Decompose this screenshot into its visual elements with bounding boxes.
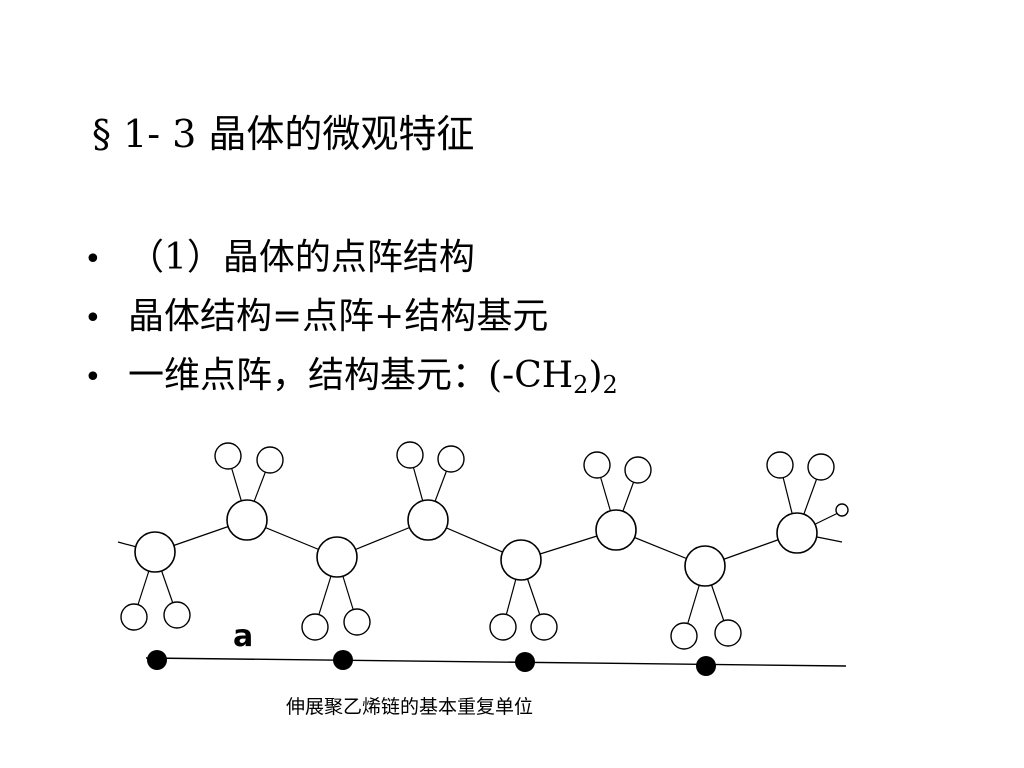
diagram-caption: 伸展聚乙烯链的基本重复单位	[286, 696, 533, 718]
carbon-atom	[226, 499, 268, 541]
hydrogen-atom	[396, 441, 424, 469]
lattice-point	[147, 650, 167, 670]
c-h-bond	[596, 464, 617, 531]
hydrogen-atom	[214, 442, 242, 470]
hydrogen-atom	[624, 456, 652, 484]
c-h-bond	[779, 464, 798, 534]
c-h-bond	[796, 466, 822, 534]
c-h-bond	[796, 512, 839, 534]
carbon-atom	[500, 539, 542, 581]
c-h-bond	[520, 559, 545, 628]
hydrogen-atom	[530, 613, 558, 641]
c-h-bond	[246, 459, 271, 521]
chain-bond	[154, 519, 248, 553]
c-h-bond	[427, 458, 452, 521]
hydrogen-atom	[766, 451, 794, 479]
chain-bond	[427, 519, 522, 561]
bullet-text: 晶体结构=点阵+结构基元	[128, 296, 549, 337]
chain-bond	[704, 532, 798, 567]
hydrogen-atom	[256, 446, 284, 474]
chain-bond	[615, 529, 706, 567]
c-h-bond	[502, 559, 522, 628]
chain-bond	[520, 529, 617, 561]
bullet-item-structure-equation: • 晶体结构=点阵+结构基元	[84, 291, 618, 350]
formula-text: )	[588, 355, 603, 396]
lattice-point	[696, 656, 716, 676]
c-h-bond	[314, 556, 338, 628]
carbon-atom	[407, 499, 449, 541]
lattice-points	[147, 650, 716, 676]
c-h-bond	[336, 556, 358, 623]
hydrogen-atom	[489, 613, 517, 641]
carbon-atom	[316, 536, 358, 578]
formula-text: 一维点阵，结构基元：(-CH	[128, 355, 574, 396]
chain-atoms	[120, 441, 849, 650]
hydrogen-atom	[835, 503, 849, 517]
bullet-text: 一维点阵，结构基元：(-CH2)2	[128, 350, 618, 402]
carbon-atom	[684, 545, 726, 587]
bullet-dot: •	[84, 360, 102, 395]
period-label: a	[233, 619, 253, 654]
chain-bond	[336, 519, 429, 558]
bullet-text: （1）晶体的点阵结构	[128, 237, 475, 278]
lattice-point	[515, 652, 535, 672]
c-h-bond	[615, 469, 639, 531]
bullet-dot: •	[84, 242, 102, 277]
carbon-atom	[776, 512, 818, 554]
bullet-item-one-dimensional-lattice: • 一维点阵，结构基元：(-CH2)2	[84, 350, 618, 409]
hydrogen-atom	[437, 445, 465, 473]
carbon-atom	[595, 509, 637, 551]
c-h-bond	[133, 551, 156, 618]
hydrogen-atom	[583, 451, 611, 479]
chain-bond	[246, 519, 338, 558]
formula-subscript: 2	[602, 371, 618, 399]
bullet-dot: •	[84, 301, 102, 336]
carbon-atom	[134, 531, 176, 573]
c-h-bond	[683, 565, 706, 637]
hydrogen-atom	[807, 453, 835, 481]
hydrogen-atom	[670, 622, 698, 650]
slide-title: § 1- 3 晶体的微观特征	[92, 112, 475, 156]
c-h-bond	[227, 455, 248, 521]
bullet-list: • （1）晶体的点阵结构 • 晶体结构=点阵+结构基元 • 一维点阵，结构基元：…	[84, 232, 618, 409]
hydrogen-atom	[301, 613, 329, 641]
chain-bond	[117, 541, 156, 553]
c-h-bond	[154, 551, 178, 616]
chain-bond	[796, 532, 843, 543]
lattice-point	[333, 650, 353, 670]
c-h-bond	[704, 565, 729, 634]
bullet-item-lattice-structure: • （1）晶体的点阵结构	[84, 232, 618, 291]
formula-subscript: 2	[573, 371, 589, 399]
hydrogen-atom	[120, 603, 148, 631]
c-h-bond	[409, 454, 429, 521]
hydrogen-atom	[343, 608, 371, 636]
hydrogen-atom	[714, 619, 742, 647]
hydrogen-atom	[163, 601, 191, 629]
lattice-line	[145, 657, 847, 667]
chain-bonds	[117, 454, 843, 637]
